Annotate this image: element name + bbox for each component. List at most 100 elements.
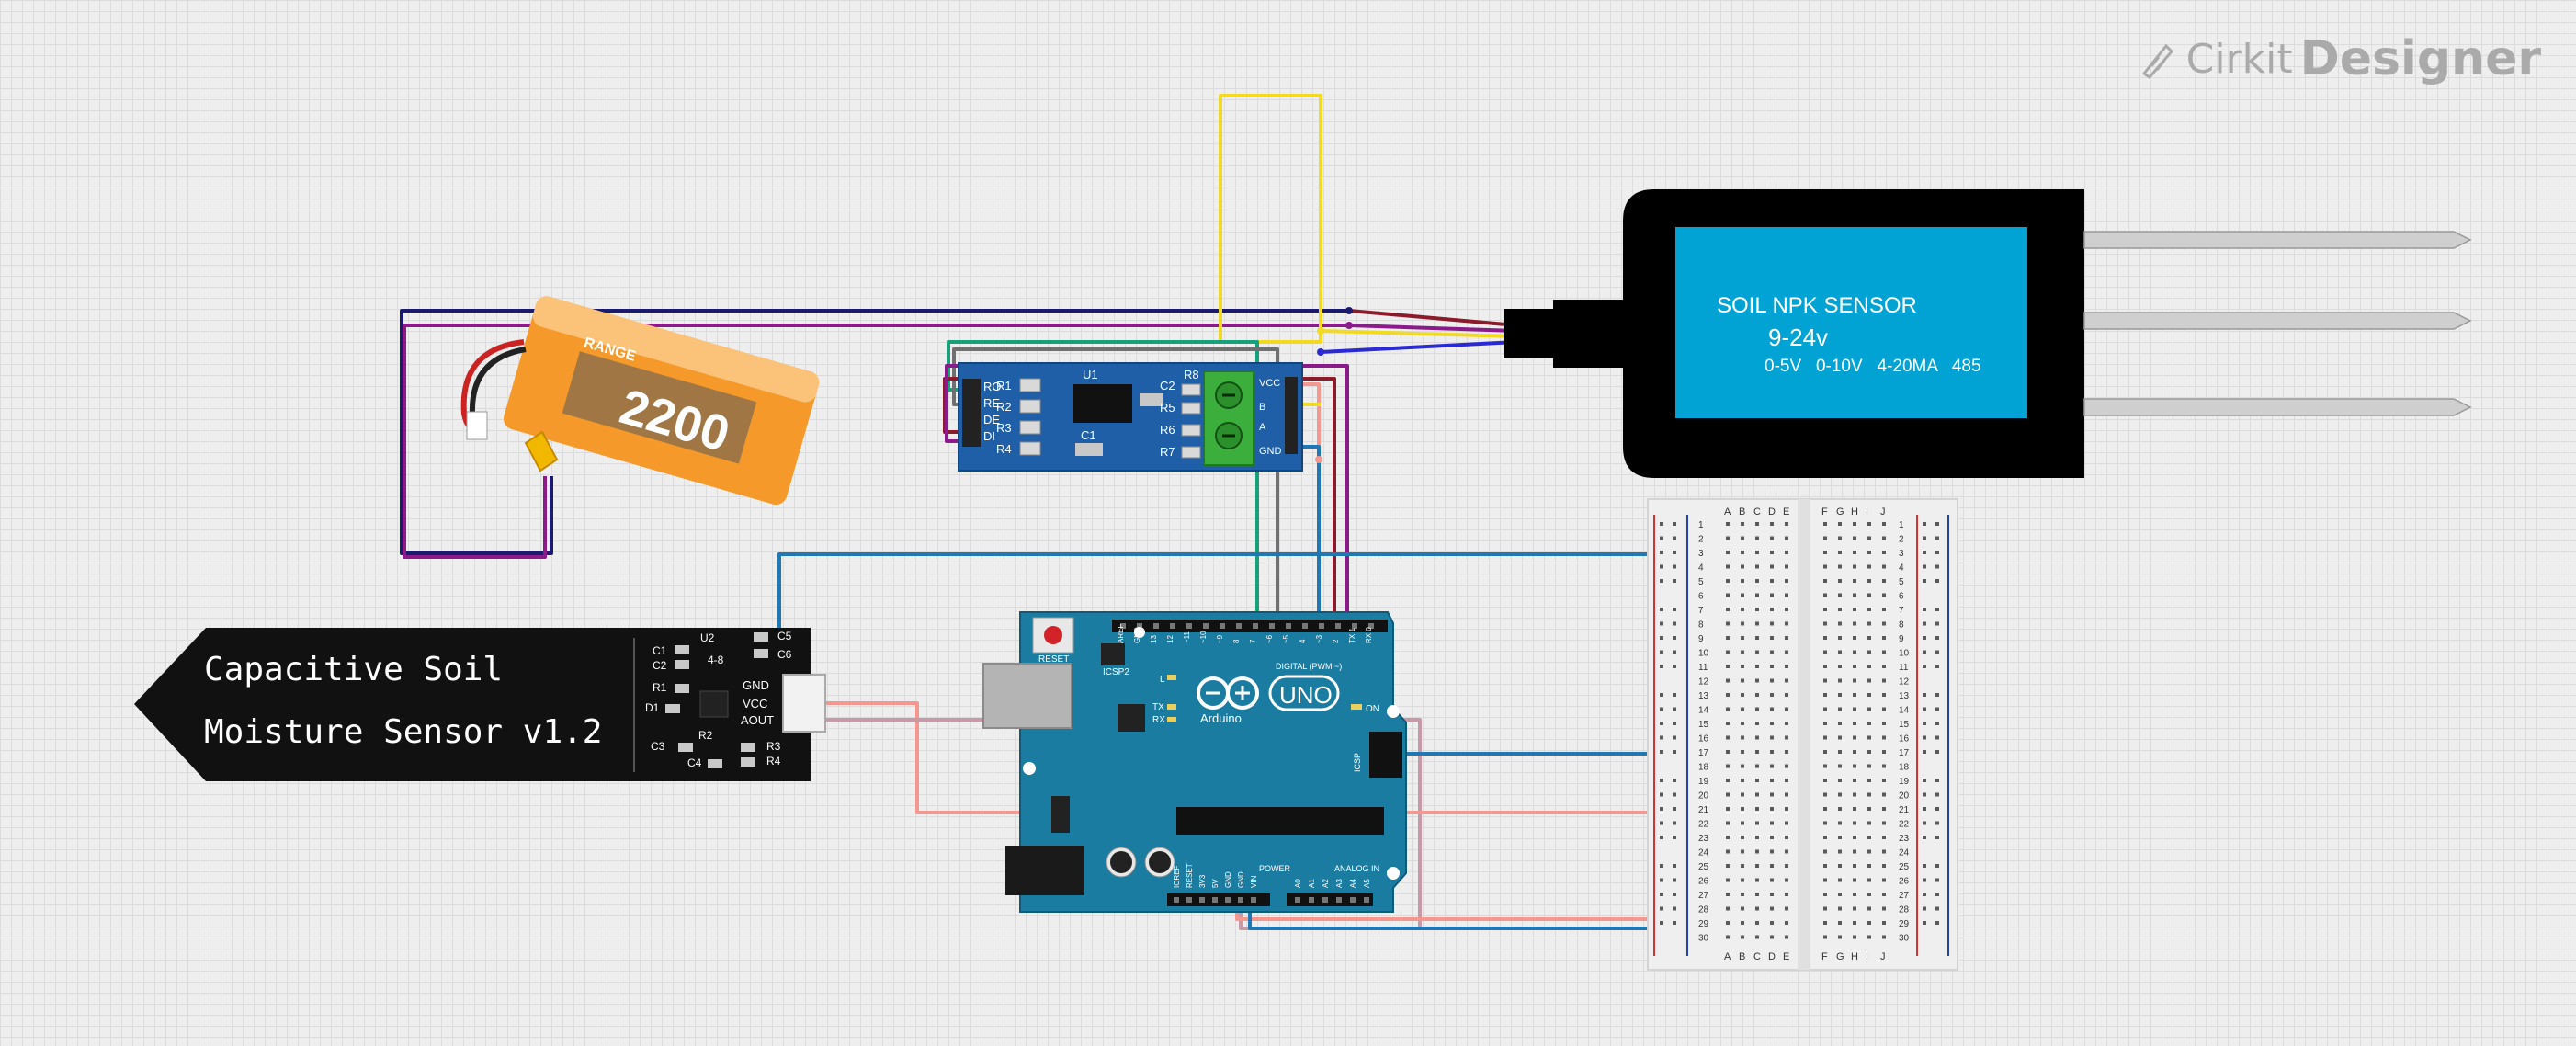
breadboard-rail-hole[interactable] <box>1923 551 1926 554</box>
breadboard-hole[interactable] <box>1726 665 1730 668</box>
breadboard-hole[interactable] <box>1755 636 1759 640</box>
breadboard-rail-hole[interactable] <box>1923 693 1926 697</box>
breadboard-hole[interactable] <box>1823 693 1827 697</box>
breadboard-hole[interactable] <box>1823 906 1827 911</box>
breadboard-hole[interactable] <box>1882 707 1886 711</box>
breadboard-rail-hole[interactable] <box>1923 792 1926 797</box>
breadboard-hole[interactable] <box>1882 864 1886 868</box>
breadboard-hole[interactable] <box>1770 608 1774 611</box>
breadboard-hole[interactable] <box>1770 522 1774 526</box>
breadboard-hole[interactable] <box>1726 779 1730 782</box>
breadboard-rail-hole[interactable] <box>1673 921 1676 925</box>
breadboard-hole[interactable] <box>1823 750 1827 754</box>
breadboard-hole[interactable] <box>1853 551 1856 554</box>
wire-npk-purple[interactable] <box>1348 324 1517 333</box>
breadboard-hole[interactable] <box>1853 792 1856 797</box>
breadboard-hole[interactable] <box>1838 636 1842 640</box>
breadboard-hole[interactable] <box>1853 564 1856 569</box>
breadboard-hole[interactable] <box>1838 608 1842 611</box>
breadboard-hole[interactable] <box>1867 849 1871 854</box>
breadboard-hole[interactable] <box>1741 893 1744 896</box>
breadboard-rail-hole[interactable] <box>1660 564 1663 569</box>
breadboard-rail-hole[interactable] <box>1935 792 1939 797</box>
breadboard-hole[interactable] <box>1770 921 1774 925</box>
breadboard-rail-hole[interactable] <box>1935 893 1939 896</box>
breadboard-rail-hole[interactable] <box>1673 893 1676 896</box>
breadboard-hole[interactable] <box>1882 693 1886 697</box>
breadboard-hole[interactable] <box>1853 836 1856 839</box>
breadboard-hole[interactable] <box>1770 621 1774 626</box>
breadboard-rail-hole[interactable] <box>1923 821 1926 825</box>
breadboard-hole[interactable] <box>1882 878 1886 882</box>
breadboard-hole[interactable] <box>1785 878 1788 882</box>
breadboard-rail-hole[interactable] <box>1923 579 1926 583</box>
capacitive-moisture-sensor[interactable]: Capacitive Soil Moisture Sensor v1.2 U2 … <box>134 628 826 781</box>
breadboard-hole[interactable] <box>1770 935 1774 939</box>
breadboard-hole[interactable] <box>1882 579 1886 583</box>
breadboard-hole[interactable] <box>1823 893 1827 896</box>
breadboard-hole[interactable] <box>1882 636 1886 640</box>
breadboard-rail-hole[interactable] <box>1673 735 1676 740</box>
breadboard-rail-hole[interactable] <box>1935 608 1939 611</box>
breadboard-hole[interactable] <box>1882 792 1886 797</box>
breadboard-hole[interactable] <box>1785 864 1788 868</box>
breadboard-rail-hole[interactable] <box>1935 579 1939 583</box>
breadboard-hole[interactable] <box>1785 764 1788 768</box>
breadboard-hole[interactable] <box>1882 722 1886 725</box>
breadboard-hole[interactable] <box>1770 906 1774 911</box>
breadboard-rail-hole[interactable] <box>1660 735 1663 740</box>
breadboard-hole[interactable] <box>1755 921 1759 925</box>
breadboard-hole[interactable] <box>1785 921 1788 925</box>
breadboard-hole[interactable] <box>1838 807 1842 811</box>
breadboard-hole[interactable] <box>1882 935 1886 939</box>
breadboard-hole[interactable] <box>1741 678 1744 683</box>
breadboard-rail-hole[interactable] <box>1673 707 1676 711</box>
breadboard-rail-hole[interactable] <box>1660 821 1663 825</box>
breadboard-rail-hole[interactable] <box>1673 864 1676 868</box>
breadboard-hole[interactable] <box>1726 707 1730 711</box>
arduino-analog-pin[interactable] <box>1322 897 1328 903</box>
breadboard-rail-hole[interactable] <box>1923 878 1926 882</box>
breadboard-hole[interactable] <box>1838 593 1842 597</box>
breadboard-rail-hole[interactable] <box>1673 665 1676 668</box>
breadboard-hole[interactable] <box>1741 807 1744 811</box>
breadboard-hole[interactable] <box>1823 621 1827 626</box>
breadboard-hole[interactable] <box>1785 593 1788 597</box>
breadboard-hole[interactable] <box>1853 893 1856 896</box>
breadboard-rail-hole[interactable] <box>1660 579 1663 583</box>
wire-battery-navy[interactable] <box>400 309 1349 555</box>
breadboard-hole[interactable] <box>1823 878 1827 882</box>
breadboard-hole[interactable] <box>1882 836 1886 839</box>
breadboard-rail-hole[interactable] <box>1923 564 1926 569</box>
breadboard-hole[interactable] <box>1770 878 1774 882</box>
breadboard-hole[interactable] <box>1882 807 1886 811</box>
breadboard-hole[interactable] <box>1785 551 1788 554</box>
breadboard-hole[interactable] <box>1741 608 1744 611</box>
arduino-power-pin[interactable] <box>1212 897 1218 903</box>
breadboard-hole[interactable] <box>1785 522 1788 526</box>
breadboard-hole[interactable] <box>1882 735 1886 740</box>
breadboard-hole[interactable] <box>1867 665 1871 668</box>
breadboard-hole[interactable] <box>1785 792 1788 797</box>
breadboard-hole[interactable] <box>1755 935 1759 939</box>
breadboard-hole[interactable] <box>1785 707 1788 711</box>
wire-battery-purple[interactable] <box>403 324 1349 559</box>
breadboard-rail-hole[interactable] <box>1935 665 1939 668</box>
breadboard-rail-hole[interactable] <box>1673 693 1676 697</box>
breadboard-hole[interactable] <box>1882 551 1886 554</box>
breadboard-hole[interactable] <box>1867 579 1871 583</box>
breadboard-rail-hole[interactable] <box>1660 608 1663 611</box>
wire-npk-yellow[interactable] <box>1320 329 1517 338</box>
breadboard-hole[interactable] <box>1770 593 1774 597</box>
arduino-digital-header[interactable] <box>1112 620 1388 632</box>
breadboard-hole[interactable] <box>1770 807 1774 811</box>
breadboard-hole[interactable] <box>1741 536 1744 540</box>
breadboard-hole[interactable] <box>1726 593 1730 597</box>
breadboard-hole[interactable] <box>1867 650 1871 654</box>
breadboard-hole[interactable] <box>1726 921 1730 925</box>
breadboard-rail-hole[interactable] <box>1660 878 1663 882</box>
breadboard-hole[interactable] <box>1726 935 1730 939</box>
breadboard-hole[interactable] <box>1755 579 1759 583</box>
breadboard-rail-hole[interactable] <box>1673 650 1676 654</box>
breadboard-hole[interactable] <box>1770 764 1774 768</box>
